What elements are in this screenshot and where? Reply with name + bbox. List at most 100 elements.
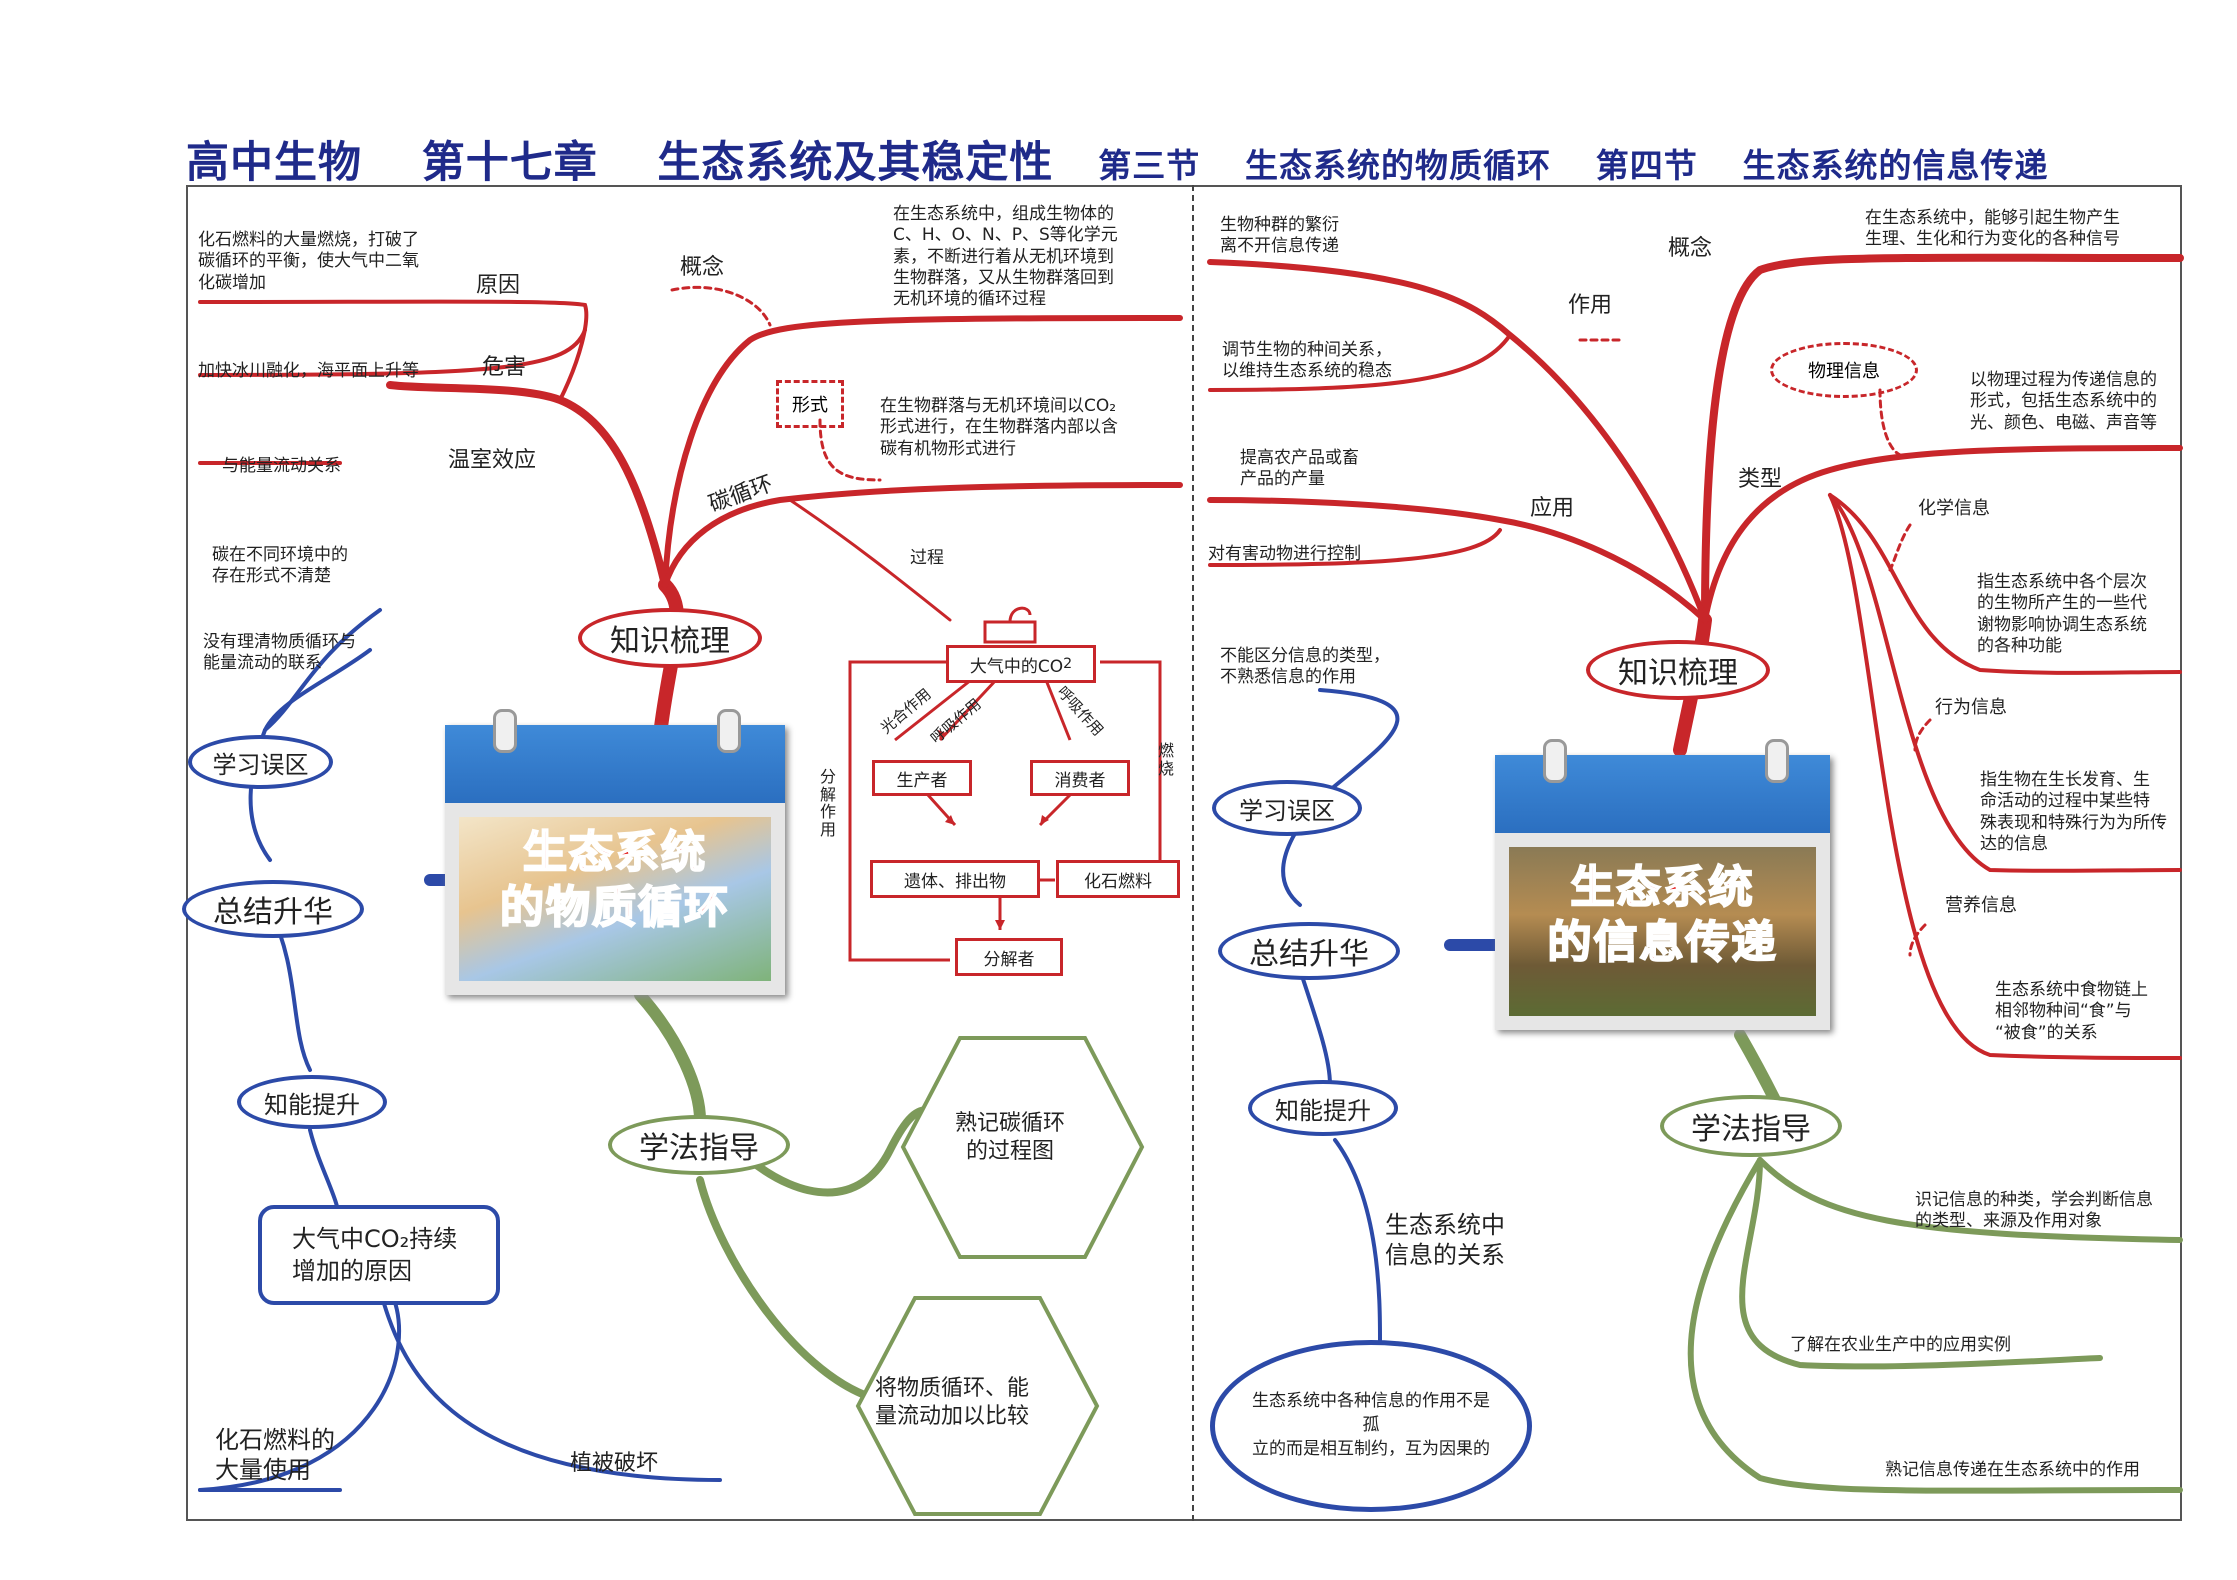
summary-node-left: 总结升华 bbox=[182, 880, 364, 938]
behavior-info-text: 指生物在生长发育、生 命活动的过程中某些特 殊表现和特殊行为为所传 达的信息 bbox=[1980, 770, 2167, 855]
card-image bbox=[1509, 847, 1816, 1016]
nutrition-info-line: 相邻物种间“食”与 bbox=[1995, 1001, 2132, 1022]
method-node-left: 学法指导 bbox=[608, 1115, 790, 1175]
card-title-line1: 生态系统 bbox=[522, 826, 707, 879]
method-item-3: 熟记信息传递在生态系统中的作用 bbox=[1885, 1460, 2140, 1480]
subject-title: 高中生物 bbox=[186, 138, 362, 188]
application-text-line: 提高农产品或畜 bbox=[1240, 448, 1359, 468]
chemical-info-line: 的生物所产生的一些代 bbox=[1977, 593, 2147, 614]
atmosphere-co2-label: 大气中的CO bbox=[969, 656, 1064, 677]
physical-info-line: 光、颜色、电磁、声音等 bbox=[1970, 412, 2157, 433]
mistake-item-1: 碳在不同环境中的 存在形式不清楚 bbox=[212, 545, 348, 588]
knowledge-node-right: 知识梳理 bbox=[1586, 640, 1770, 700]
concept-text: 在生态系统中，组成生物体的 C、H、O、N、P、S等化学元 素，不断进行着从无机… bbox=[893, 204, 1118, 310]
role-text-1: 生物种群的繁衍 离不开信息传递 bbox=[1220, 215, 1339, 258]
chemical-info-line: 指生态系统中各个层次 bbox=[1977, 572, 2147, 592]
vegetation-text: 植被破坏 bbox=[570, 1451, 659, 1476]
form-text-line: 在生物群落与无机环境间以CO₂ bbox=[880, 396, 1117, 416]
ability-node-right: 知能提升 bbox=[1248, 1080, 1398, 1136]
card-title-line1: 生态系统 bbox=[1570, 861, 1755, 914]
chemical-info-line: 的各种功能 bbox=[1977, 635, 2062, 656]
mistake-item-line: 不熟悉信息的作用 bbox=[1220, 667, 1356, 688]
decomposer-box: 分解者 bbox=[955, 938, 1063, 976]
greenhouse-label: 温室效应 bbox=[448, 448, 537, 473]
nutrition-info-line: 生态系统中食物链上 bbox=[1995, 980, 2148, 1000]
fossil-use-line: 大量使用 bbox=[215, 1456, 311, 1484]
producer-box: 生产者 bbox=[872, 760, 972, 796]
behavior-info-line: 指生物在生长发育、生 bbox=[1980, 770, 2150, 790]
center-divider bbox=[1192, 185, 1194, 1521]
card-title-line2: 的信息传递 bbox=[1547, 916, 1778, 969]
mistake-item-right: 不能区分信息的类型， 不熟悉信息的作用 bbox=[1220, 646, 1390, 689]
application-text-line: 产品的产量 bbox=[1240, 469, 1325, 490]
hex-shape-2 bbox=[855, 1296, 1100, 1516]
chemical-info-label: 化学信息 bbox=[1918, 498, 1990, 519]
behavior-info-line: 命活动的过程中某些特 bbox=[1980, 791, 2150, 812]
fossil-fuel-box: 化石燃料 bbox=[1056, 860, 1180, 898]
card-ring bbox=[1543, 739, 1567, 783]
cause-text-line: 化石燃料的大量燃烧，打破了 bbox=[198, 230, 419, 250]
harm-text: 加快冰川融化，海平面上升等 bbox=[198, 361, 419, 381]
cause-text: 化石燃料的大量燃烧，打破了 碳循环的平衡，使大气中二氧 化碳增加 bbox=[198, 230, 419, 294]
relation-text: 生态系统中 信息的关系 bbox=[1385, 1210, 1505, 1270]
form-label: 形式 bbox=[776, 380, 844, 428]
application-text-1: 提高农产品或畜 产品的产量 bbox=[1240, 448, 1359, 491]
concept-label: 概念 bbox=[680, 255, 725, 280]
fossil-use-text: 化石燃料的 大量使用 bbox=[215, 1425, 335, 1485]
energy-relation-text: 与能量流动关系 bbox=[222, 456, 341, 476]
mistake-node-left: 学习误区 bbox=[188, 735, 333, 789]
summary-node-right: 总结升华 bbox=[1218, 922, 1400, 980]
concept-text-line: 在生态系统中，组成生物体的 bbox=[893, 204, 1114, 224]
behavior-info-line: 达的信息 bbox=[1980, 833, 2048, 854]
mistake-item-line: 存在形式不清楚 bbox=[212, 566, 331, 587]
concept-text-right: 在生态系统中，能够引起生物产生 生理、生化和行为变化的各种信号 bbox=[1865, 208, 2120, 251]
atmosphere-co2-subscript: 2 bbox=[1063, 656, 1073, 672]
chemical-info-line: 谢物影响协调生态系统 bbox=[1977, 614, 2147, 635]
physical-info-text: 以物理过程为传递信息的 形式，包括生态系统中的 光、颜色、电磁、声音等 bbox=[1970, 370, 2157, 434]
application-label: 应用 bbox=[1530, 496, 1575, 521]
mistake-item-line: 没有理清物质循环与 bbox=[203, 632, 356, 652]
method-item-line: 的类型、来源及作用对象 bbox=[1915, 1211, 2102, 1232]
mistake-item-line: 能量流动的联系 bbox=[203, 653, 322, 674]
role-text-line: 生物种群的繁衍 bbox=[1220, 215, 1339, 235]
co2-box-line: 增加的原因 bbox=[292, 1257, 412, 1286]
relation-oval-line: 生态系统中各种信息的作用不是孤 bbox=[1252, 1391, 1490, 1436]
method-item-line: 识记信息的种类，学会判断信息 bbox=[1915, 1190, 2153, 1210]
remains-box: 遗体、排出物 bbox=[870, 860, 1040, 898]
card-image bbox=[459, 817, 771, 981]
chapter-name: 生态系统及其稳定性 bbox=[657, 138, 1054, 188]
relation-text-line: 生态系统中 bbox=[1385, 1211, 1505, 1239]
relation-oval-line: 立的而是相互制约，互为因果的 bbox=[1252, 1438, 1490, 1459]
card-ring bbox=[493, 709, 517, 753]
section3-name: 生态系统的物质循环 bbox=[1244, 146, 1551, 185]
type-label: 类型 bbox=[1738, 467, 1783, 492]
decomposition-label: 分解作用 bbox=[820, 767, 837, 839]
form-text: 在生物群落与无机环境间以CO₂ 形式进行，在生物群落内部以含 碳有机物形式进行 bbox=[880, 396, 1118, 460]
concept-text-line: 无机环境的循环过程 bbox=[893, 289, 1046, 309]
method-item-2: 了解在农业生产中的应用实例 bbox=[1790, 1335, 2011, 1355]
card-material-cycle: 生态系统 的物质循环 bbox=[445, 709, 785, 995]
mistake-item-line: 不能区分信息的类型， bbox=[1220, 646, 1390, 666]
chemical-info-text: 指生态系统中各个层次 的生物所产生的一些代 谢物影响协调生态系统 的各种功能 bbox=[1977, 572, 2147, 657]
section4-number: 第四节 bbox=[1595, 146, 1698, 185]
section3-number: 第三节 bbox=[1098, 146, 1201, 185]
concept-text-line: 生物群落，又从生物群落回到 bbox=[893, 267, 1114, 288]
hex-shape-1 bbox=[900, 1036, 1145, 1259]
diagram-frame bbox=[186, 185, 2182, 1521]
hex-text-line: 熟记碳循环 bbox=[955, 1111, 1066, 1136]
combustion-label: 燃烧 bbox=[1158, 741, 1175, 778]
physical-info-label: 物理信息 bbox=[1770, 342, 1918, 398]
relation-oval: 生态系统中各种信息的作用不是孤 立的而是相互制约，互为因果的 bbox=[1210, 1340, 1532, 1512]
ability-node-left: 知能提升 bbox=[237, 1075, 387, 1129]
consumer-box: 消费者 bbox=[1030, 760, 1130, 796]
concept-text-line: 素，不断进行着从无机环境到 bbox=[893, 246, 1114, 267]
cause-text-line: 碳循环的平衡，使大气中二氧 bbox=[198, 251, 419, 272]
behavior-info-label: 行为信息 bbox=[1935, 697, 2007, 718]
role-text-line: 调节生物的种间关系， bbox=[1222, 340, 1392, 360]
hex-text-2: 将物质循环、能 量流动加以比较 bbox=[875, 1375, 1029, 1430]
page-title: 高中生物 第十七章 生态系统及其稳定性 第三节 生态系统的物质循环 第四节 生态… bbox=[186, 128, 2049, 190]
chapter-number: 第十七章 bbox=[421, 138, 598, 188]
hex-text-line: 的过程图 bbox=[966, 1138, 1055, 1164]
